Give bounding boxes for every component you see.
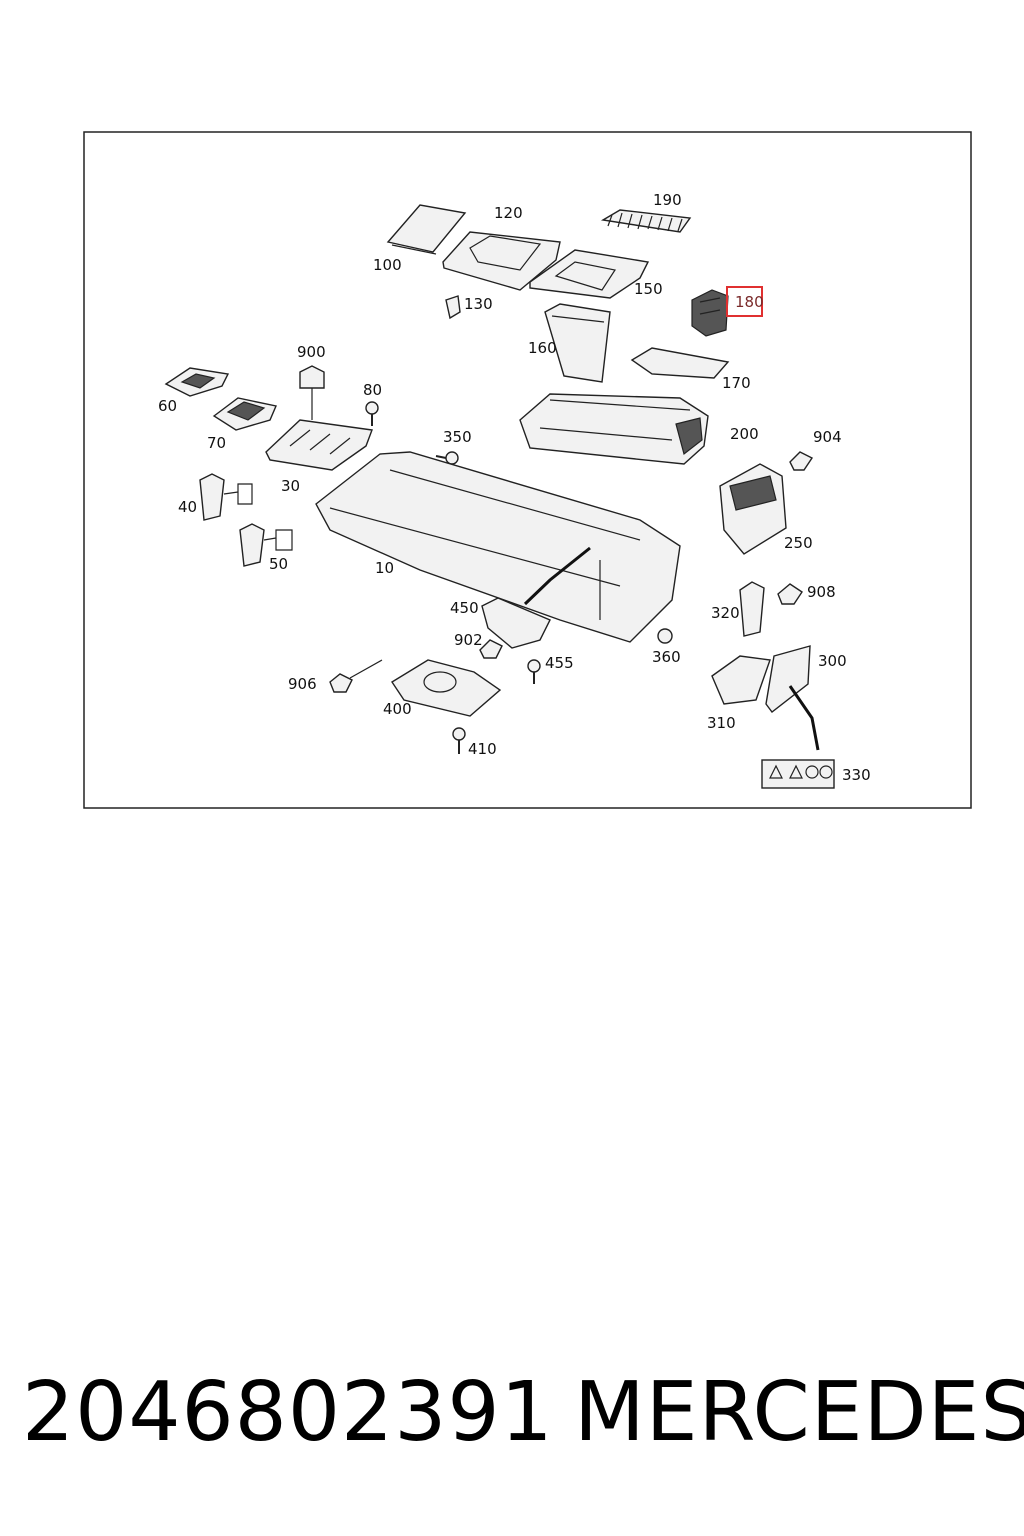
callout-350: 350 bbox=[443, 428, 472, 446]
part-900-tag bbox=[299, 365, 325, 420]
part-330-warning-label bbox=[761, 759, 835, 789]
highlight-box-180 bbox=[726, 286, 763, 317]
part-450-bracket bbox=[481, 597, 551, 649]
part-908-tag bbox=[777, 583, 803, 605]
part-70-tray bbox=[212, 397, 277, 431]
part-360-nut bbox=[657, 628, 673, 644]
brand-label: MERCEDES bbox=[574, 1365, 1024, 1460]
callout-450: 450 bbox=[450, 599, 479, 617]
callout-190: 190 bbox=[653, 191, 682, 209]
diagram-frame bbox=[83, 131, 972, 809]
part-904-tag bbox=[789, 451, 814, 471]
callout-30: 30 bbox=[281, 477, 300, 495]
callout-80: 80 bbox=[363, 381, 382, 399]
part-130-clip bbox=[445, 295, 461, 320]
callout-170: 170 bbox=[722, 374, 751, 392]
callout-400: 400 bbox=[383, 700, 412, 718]
callout-320: 320 bbox=[711, 604, 740, 622]
callout-902: 902 bbox=[454, 631, 483, 649]
callout-150: 150 bbox=[634, 280, 663, 298]
part-400-module bbox=[391, 659, 502, 717]
part-200-armrest bbox=[519, 393, 709, 465]
callout-50: 50 bbox=[269, 555, 288, 573]
callout-40: 40 bbox=[178, 498, 197, 516]
callout-160: 160 bbox=[528, 339, 557, 357]
callout-200: 200 bbox=[730, 425, 759, 443]
callout-908: 908 bbox=[807, 583, 836, 601]
callout-130: 130 bbox=[464, 295, 493, 313]
part-180-vent-module bbox=[691, 289, 729, 337]
part-80-screw bbox=[365, 401, 379, 426]
part-number-label: 2046802391 bbox=[22, 1365, 554, 1460]
callout-904: 904 bbox=[813, 428, 842, 446]
callout-120: 120 bbox=[494, 204, 523, 222]
callout-410: 410 bbox=[468, 740, 497, 758]
part-410-screw bbox=[452, 727, 466, 754]
part-40-switch bbox=[199, 473, 253, 521]
callout-70: 70 bbox=[207, 434, 226, 452]
callout-455: 455 bbox=[545, 654, 574, 672]
callout-100: 100 bbox=[373, 256, 402, 274]
callout-10: 10 bbox=[375, 559, 394, 577]
part-60-tray bbox=[164, 367, 230, 397]
part-170-mat bbox=[630, 347, 730, 379]
part-350-screw bbox=[435, 451, 459, 465]
part-300-cover-panel bbox=[765, 645, 820, 751]
part-906-tag bbox=[329, 659, 383, 693]
part-190-grille bbox=[600, 209, 692, 233]
part-902-tag bbox=[479, 639, 503, 659]
part-50-switch bbox=[239, 523, 293, 567]
part-320-socket bbox=[739, 581, 765, 637]
part-120-trim-frame bbox=[442, 231, 561, 291]
callout-900: 900 bbox=[297, 343, 326, 361]
callout-250: 250 bbox=[784, 534, 813, 552]
callout-330: 330 bbox=[842, 766, 871, 784]
part-160-cup-insert bbox=[544, 303, 611, 383]
callout-360: 360 bbox=[652, 648, 681, 666]
callout-60: 60 bbox=[158, 397, 177, 415]
part-150-upper-trim bbox=[529, 249, 650, 299]
parts-diagram: 100 120 190 130 150 180 160 170 900 80 6… bbox=[83, 131, 972, 809]
part-10-console-body bbox=[315, 451, 681, 643]
callout-300: 300 bbox=[818, 652, 847, 670]
part-30-bracket bbox=[265, 419, 373, 471]
callout-310: 310 bbox=[707, 714, 736, 732]
part-250-rear-vent bbox=[719, 463, 787, 555]
part-455-screw bbox=[527, 659, 541, 684]
part-310-cupholder bbox=[711, 655, 771, 705]
part-100-lid-cover bbox=[386, 204, 467, 255]
callout-180: 180 bbox=[735, 293, 764, 311]
callout-906: 906 bbox=[288, 675, 317, 693]
